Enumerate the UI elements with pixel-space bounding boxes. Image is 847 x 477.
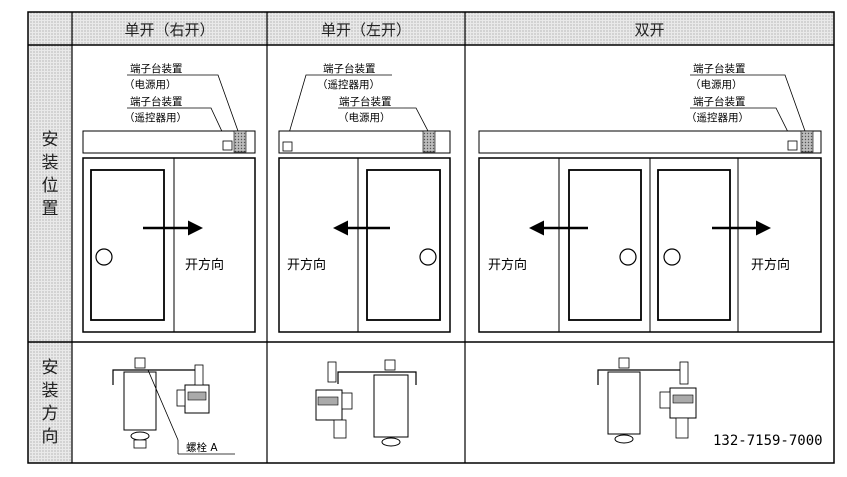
terminal-power-label-1: 端子台装置 (130, 62, 183, 75)
header-double: 双开 (634, 20, 665, 39)
row-label-install-direction: 安 装 方 向 (30, 350, 70, 456)
terminal-power-label-3: 端子台装置 (693, 62, 746, 75)
remote-use-label-1: （遥控器用） (124, 111, 187, 124)
panel-single-left (278, 74, 451, 447)
terminal-power-label-2: 端子台装置 (339, 95, 392, 108)
label-column-bg (28, 45, 72, 463)
header-single-right: 单开（右开） (124, 20, 215, 39)
header-row-bg (28, 12, 834, 45)
row-label-char: 向 (41, 427, 59, 447)
row-label-char: 置 (41, 199, 59, 219)
remote-use-label-3: （遥控器用） (686, 111, 749, 124)
bolt-a-label: 螺栓 A (186, 441, 218, 454)
phone-number: 132-7159-7000 (713, 433, 823, 449)
terminal-remote-label-3: 端子台装置 (693, 95, 746, 108)
row-label-char: 位 (41, 176, 59, 196)
terminal-remote-label-2: 端子台装置 (323, 62, 376, 75)
row-label-install-position: 安 装 位 置 (30, 120, 70, 230)
open-direction-label-4: 开方向 (751, 257, 790, 273)
power-use-label-3: （电源用） (690, 78, 743, 91)
panel-double (478, 74, 822, 444)
row-label-char: 装 (41, 381, 59, 401)
remote-use-label-2: （遥控器用） (317, 78, 380, 91)
power-use-label-1: （电源用） (124, 78, 177, 91)
row-label-char: 方 (41, 404, 59, 424)
install-figure-double (597, 357, 697, 444)
table-frame (27, 11, 835, 464)
open-direction-label-3: 开方向 (488, 257, 527, 273)
header-single-left: 单开（左开） (320, 20, 411, 39)
panel-single-right (82, 74, 256, 455)
install-figure-left (315, 359, 417, 447)
row-label-char: 装 (41, 153, 59, 173)
open-direction-label-1: 开方向 (185, 257, 224, 273)
power-use-label-2: （电源用） (338, 111, 391, 124)
row-label-char: 安 (41, 130, 59, 150)
install-figure-right (112, 357, 235, 455)
open-direction-label-2: 开方向 (287, 257, 326, 273)
row-label-char: 安 (41, 358, 59, 378)
terminal-remote-label-1: 端子台装置 (130, 95, 183, 108)
